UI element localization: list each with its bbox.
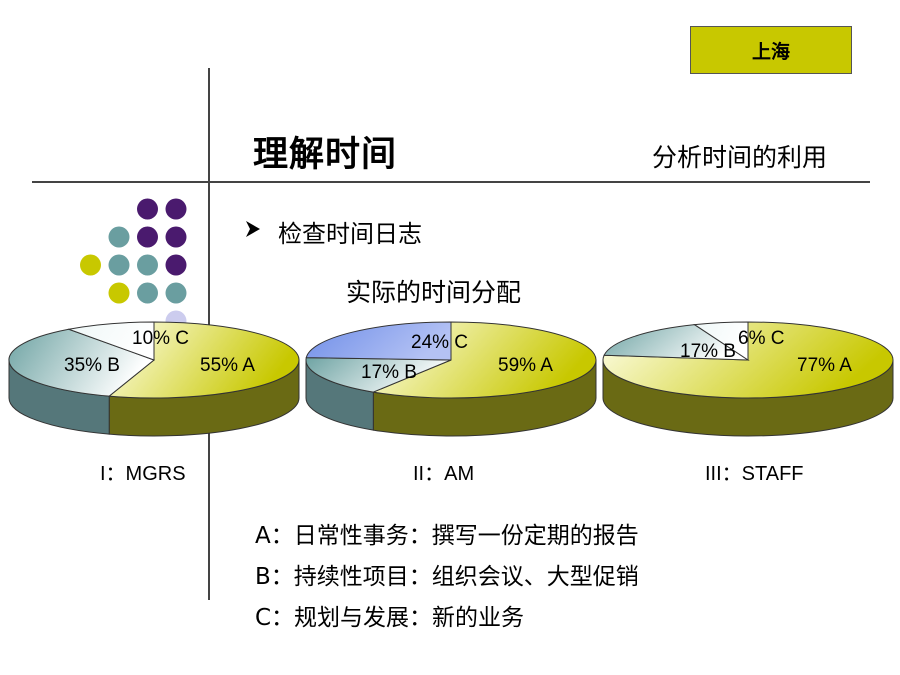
legend-c: C：规划与发展：新的业务: [255, 605, 525, 631]
pie-caption: II：AM: [413, 463, 474, 485]
pie-slice-A: [371, 321, 597, 399]
decor-dot: [137, 254, 158, 276]
pie-caption: I：MGRS: [100, 463, 186, 485]
legend-b: B：持续性项目：组织会议、大型促销: [255, 564, 639, 590]
decor-dot: [137, 198, 158, 220]
slice-label-C: 6% C: [738, 328, 784, 349]
decor-dot: [108, 226, 130, 248]
legend-a: A：日常性事务：撰写一份定期的报告: [255, 523, 639, 549]
slice-label-C: 10% C: [132, 328, 189, 349]
decor-dot: [165, 198, 187, 220]
pie-slice-B: [603, 324, 750, 361]
pie-chart-1: 55% A 35% B 10% C I：MGRS: [8, 321, 300, 485]
pie-slice-C: [693, 321, 749, 361]
slice-label-B: 17% B: [680, 341, 736, 362]
page-title: 理解时间: [253, 135, 398, 175]
pie-slice-A: [602, 321, 894, 399]
page-subtitle: 分析时间的利用: [652, 143, 828, 172]
decor-dot: [137, 282, 158, 304]
decor-dot: [80, 254, 101, 276]
slice-label-B: 17% B: [361, 362, 417, 383]
pie-chart-3: 77% A 17% B6% C III：STAFF: [602, 321, 894, 485]
pie-slice-C: [66, 321, 155, 361]
slice-label-A: 55% A: [200, 355, 255, 376]
slice-label-B: 35% B: [64, 355, 120, 376]
decor-dot: [165, 282, 187, 304]
decor-dot: [108, 282, 130, 304]
pie-chart-2: 59% A 17% B 24% C II：AM: [305, 321, 597, 485]
bullet-text: 检查时间日志: [278, 220, 422, 248]
decor-dot: [165, 254, 187, 276]
bullet-item: 检查时间日志: [242, 214, 422, 249]
location-badge: 上海: [690, 26, 852, 74]
decor-dot: [108, 254, 130, 276]
slice-label-A: 77% A: [797, 355, 852, 376]
pie-slice-B: [8, 328, 156, 397]
slice-label-A: 59% A: [498, 355, 553, 376]
chart-title: 实际的时间分配: [346, 278, 522, 307]
pie-slice-A: [107, 321, 300, 399]
decor-dot: [165, 226, 187, 248]
pie-slice-C: [305, 321, 452, 361]
decor-dot: [137, 226, 158, 248]
arrow-bullet-icon: [242, 218, 264, 245]
pie-charts: 55% A 35% B 10% C I：MGRS 59% A 17% B 24% C II：A…: [8, 321, 894, 485]
pie-slice-B: [305, 357, 452, 393]
horizontal-divider: [32, 181, 870, 183]
slice-label-C: 24% C: [411, 332, 468, 353]
pie-caption: III：STAFF: [705, 463, 804, 485]
